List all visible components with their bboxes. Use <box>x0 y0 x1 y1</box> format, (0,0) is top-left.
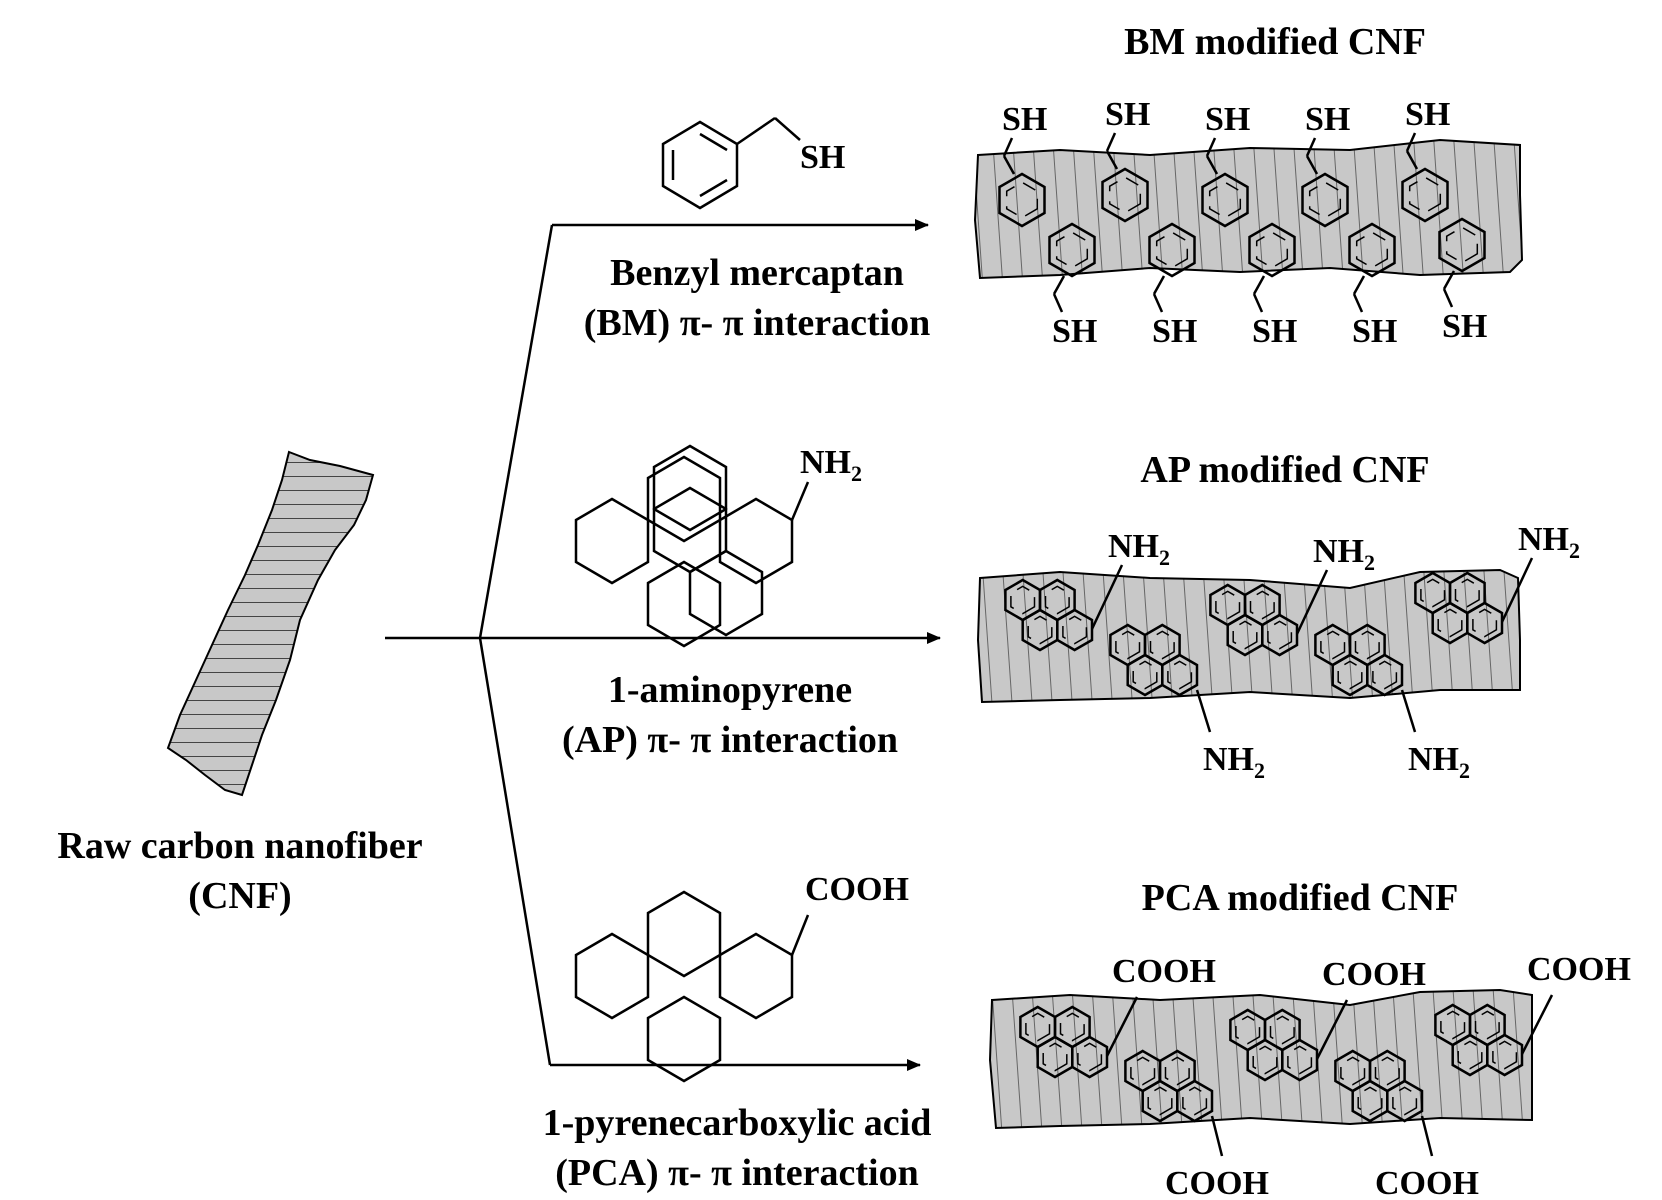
bm-sh-bottom-label: SH <box>1052 313 1097 350</box>
bm-sh-top-label: SH <box>1205 101 1250 138</box>
pca-modified-fiber <box>988 988 1533 1130</box>
branch-down-diagonal <box>478 637 552 1066</box>
ap-nh2-top-label: NH2 <box>1518 521 1580 563</box>
branch-arrows <box>385 219 941 1071</box>
ap-nh2-top-label: NH2 <box>1108 528 1170 570</box>
benzyl-mercaptan-structure <box>661 116 801 210</box>
pca-product-title: PCA modified CNF <box>1142 877 1459 919</box>
ap-nh2-bottom-label: NH2 <box>1203 741 1265 783</box>
bm-sh-bottom-label: SH <box>1442 308 1487 345</box>
pca-attached-molecules: COOH COOH COOH COOH COOH <box>1019 951 1631 1200</box>
bm-sh-bottom-label: SH <box>1352 313 1397 350</box>
ap-product-title: AP modified CNF <box>1140 449 1429 491</box>
pca-cooh-bottom-label: COOH <box>1375 1165 1479 1200</box>
bm-sh-top-label: SH <box>1305 101 1350 138</box>
ap-reagent-label-line2: (AP) π- π interaction <box>562 719 898 761</box>
bm-sh-bottom-label: SH <box>1152 313 1197 350</box>
ap-nh2-bottom-label: NH2 <box>1408 741 1470 783</box>
ap-nh2-label: NH2 <box>800 444 862 486</box>
pca-cooh-top-label: COOH <box>1322 956 1426 993</box>
bm-product-title: BM modified CNF <box>1124 21 1426 63</box>
aminopyrene-rings <box>574 455 810 648</box>
bm-reagent-label-line2: (BM) π- π interaction <box>584 302 931 344</box>
bm-sh-bottom-label: SH <box>1252 313 1297 350</box>
ap-modified-fiber <box>976 568 1521 704</box>
raw-fiber-label-line2: (CNF) <box>188 875 291 917</box>
pca-reagent-label-line2: (PCA) π- π interaction <box>555 1152 919 1194</box>
pca-reagent-label-line1: 1-pyrenecarboxylic acid <box>543 1102 932 1144</box>
raw-carbon-nanofiber <box>166 450 375 797</box>
aminopyrene-structure <box>652 444 764 637</box>
bm-reagent-label-line1: Benzyl mercaptan <box>610 252 904 294</box>
bm-sh-top-label: SH <box>1002 101 1047 138</box>
pca-cooh-bottom-label: COOH <box>1165 1165 1269 1200</box>
pyrenecarboxylic-acid-structure <box>574 890 810 1083</box>
bm-sh-group-label: SH <box>800 139 845 176</box>
pca-cooh-top-label: COOH <box>1112 953 1216 990</box>
pca-cooh-label: COOH <box>805 871 909 908</box>
bm-attached-molecules: SH SH SH SH SH SH SH SH SH SH <box>998 96 1487 350</box>
branch-up-diagonal <box>478 224 554 639</box>
ap-nh2-top-label: NH2 <box>1313 533 1375 575</box>
bm-sh-top-label: SH <box>1405 96 1450 133</box>
raw-fiber-label-line1: Raw carbon nanofiber <box>57 825 422 867</box>
ap-reagent-label-line1: 1-aminopyrene <box>608 669 852 711</box>
bm-sh-top-label: SH <box>1105 96 1150 133</box>
pca-cooh-top-label: COOH <box>1527 951 1631 988</box>
